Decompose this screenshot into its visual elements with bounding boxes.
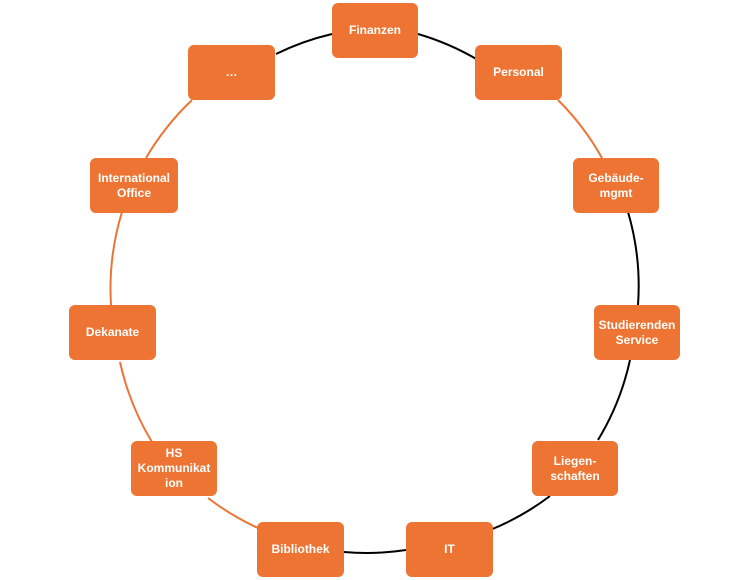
connector-studierenden-liegenschaften bbox=[597, 359, 631, 441]
node-it: IT bbox=[406, 522, 493, 577]
node-personal: Personal bbox=[475, 45, 562, 100]
node-finanzen: Finanzen bbox=[332, 3, 418, 58]
node-liegenschaften: Liegen- schaften bbox=[532, 441, 618, 496]
node-international-office: International Office bbox=[90, 158, 178, 213]
connector-finanzen-personal bbox=[417, 33, 479, 61]
node-bibliothek: Bibliothek bbox=[257, 522, 344, 577]
connector-liegenschaften-it bbox=[489, 495, 551, 531]
node-ellipsis: … bbox=[188, 45, 275, 100]
connector-ellipsis-finanzen bbox=[275, 33, 333, 55]
node-studierenden-service: Studierenden Service bbox=[594, 305, 680, 360]
connector-international-ellipsis bbox=[145, 99, 193, 159]
connector-personal-gebaeude bbox=[557, 99, 603, 159]
node-hs-kommunikation: HS Kommunikat ion bbox=[131, 441, 217, 496]
connector-gebaeude-studierenden bbox=[627, 211, 640, 306]
connector-hskommunikation-dekanate bbox=[119, 361, 153, 443]
connector-bibliothek-hskommunikation bbox=[207, 497, 259, 529]
connector-it-bibliothek bbox=[343, 549, 407, 554]
connector-dekanate-international bbox=[109, 211, 123, 306]
node-gebaeude-mgmt: Gebäude- mgmt bbox=[573, 158, 659, 213]
node-dekanate: Dekanate bbox=[69, 305, 156, 360]
